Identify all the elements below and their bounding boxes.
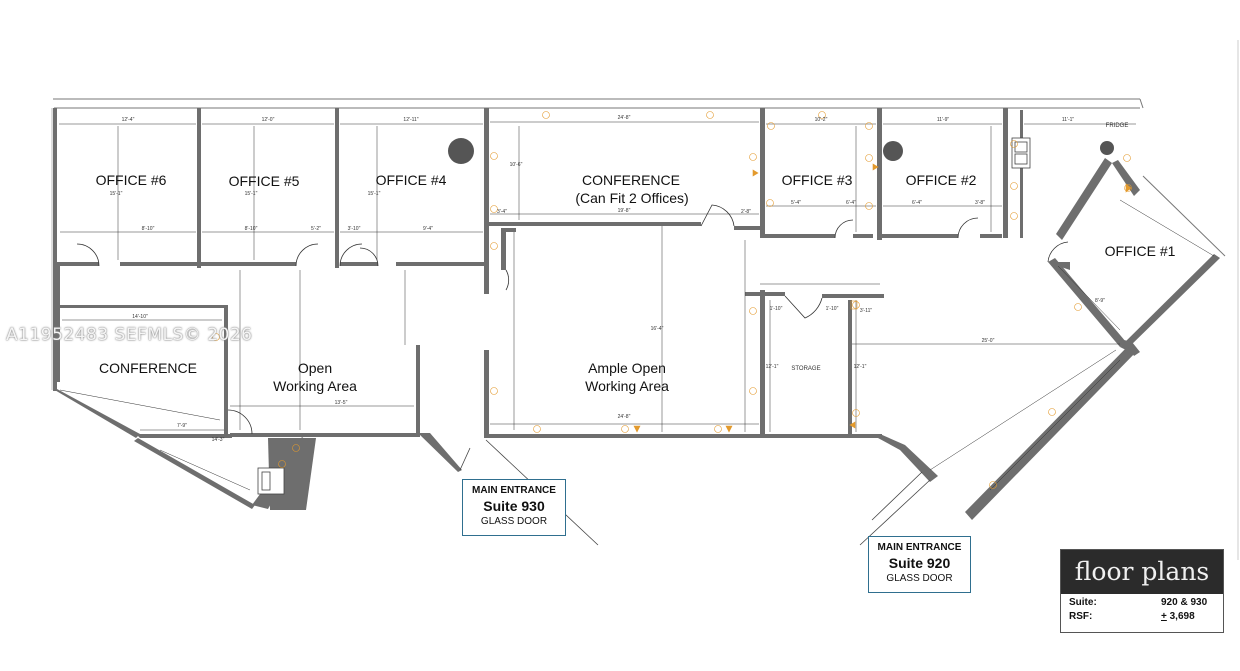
watermark: A11952483 SEFMLS© 2026 [6,325,253,345]
room-label-office4: OFFICE #4 [376,172,447,188]
dim-label: 13'-5" [335,400,348,406]
dim-label: 5'-4" [791,200,801,206]
legend-rsf-row: RSF: + 3,698 [1061,611,1223,625]
dim-label: 3'-8" [975,200,985,206]
entrance-920-suite: Suite 920 [888,555,951,571]
entrance-suite-930: MAIN ENTRANCE Suite 930 GLASS DOOR [462,479,566,536]
entrance-920-door: GLASS DOOR [886,573,953,584]
dim-label: 10'-6" [510,162,523,168]
entrance-930-suite: Suite 930 [483,498,545,514]
dim-label: 1'-10" [826,306,839,312]
legend-suite-label: Suite: [1069,597,1097,608]
room-label-office1: OFFICE #1 [1105,243,1176,259]
dim-label: 15'-1" [245,191,258,197]
room-label-office3: OFFICE #3 [782,172,853,188]
floor-plans-legend: floor plans Suite: 920 & 930 RSF: + 3,69… [1060,549,1224,633]
dim-label: 14'-10" [132,314,148,320]
dim-label: 10'-2" [815,117,828,123]
dim-label: 1'-10" [770,306,783,312]
room-label-conference-left: CONFERENCE [99,360,197,376]
room-label-open: Open [298,360,332,376]
entrance-930-title: MAIN ENTRANCE [472,485,556,496]
dim-label: 12'-11" [403,117,418,123]
dim-label: 11'-1" [1062,117,1075,123]
room-label-open-working: Working Area [273,378,357,394]
dim-label: 6'-4" [846,200,856,206]
legend-title: floor plans [1061,550,1223,594]
dim-label: 15'-1" [368,191,381,197]
legend-rsf-plusminus: + [1161,611,1167,622]
room-label-ample-working: Working Area [585,378,669,394]
entrance-930-door: GLASS DOOR [480,516,548,527]
dim-label: 8'-10" [245,226,258,232]
dim-label: 12'-4" [122,117,135,123]
dim-label: 3'-4" [497,209,507,215]
dim-label: 3'-11" [860,308,873,314]
dim-label: 12'-0" [262,117,275,123]
room-label-office2: OFFICE #2 [906,172,977,188]
dim-label: 8'-9" [1095,298,1105,304]
dim-label: 12'-1" [766,364,779,370]
legend-rsf-value: 3,698 [1166,611,1195,622]
room-label-office6: OFFICE #6 [96,172,167,188]
room-label-office5: OFFICE #5 [229,173,300,189]
dim-label: 15'-1" [110,191,123,197]
room-label-storage: STORAGE [791,366,820,372]
outlet-markers [212,111,1132,489]
dim-label: 25'-0" [982,338,995,344]
dim-label: 14'-3" [212,437,225,443]
dim-label: 6'-4" [912,200,922,206]
legend-rsf-label: RSF: [1069,611,1093,622]
dim-label: 7'-9" [177,423,187,429]
dim-label: 8'-10" [142,226,155,232]
room-label-ample-open: Ample Open [588,360,666,376]
room-label-conference-top: CONFERENCE [582,172,680,188]
entrance-920-title: MAIN ENTRANCE [877,542,962,553]
dim-label: 9'-4" [423,226,433,232]
legend-suite-value: 920 & 930 [1161,597,1208,608]
dim-label: 2'-8" [741,209,751,215]
dim-label: 19'-8" [618,208,631,214]
dim-label: 3'-10" [348,226,361,232]
dim-label: 24'-8" [618,414,631,420]
legend-suite-row: Suite: 920 & 930 [1061,597,1223,611]
walls [53,108,1220,520]
room-label-conference-top-note: (Can Fit 2 Offices) [575,190,688,206]
room-label-fridge: FRIDGE [1106,123,1129,129]
dim-label: 5'-2" [311,226,321,232]
dim-label: 12'-1" [854,364,867,370]
dim-label: 24'-8" [618,115,631,121]
dim-label: 11'-9" [937,117,950,123]
dim-label: 16'-4" [651,326,664,332]
entrance-suite-920: MAIN ENTRANCE Suite 920 GLASS DOOR [868,536,971,593]
legend-rsf-value-wrap: + 3,698 [1161,611,1195,622]
